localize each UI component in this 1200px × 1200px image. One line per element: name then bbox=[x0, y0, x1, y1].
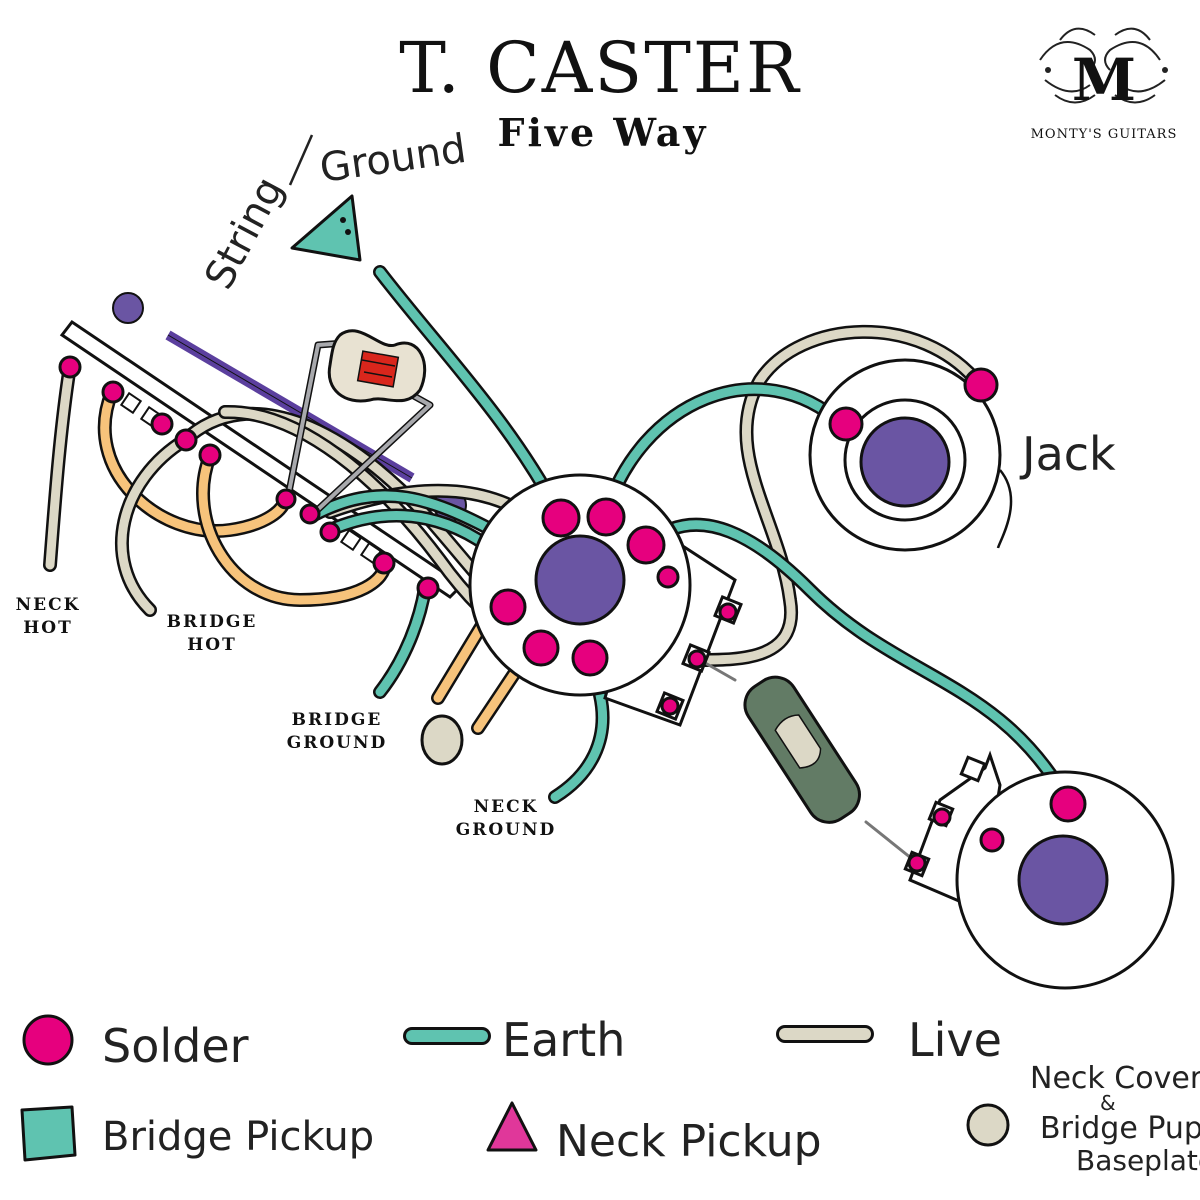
solder-joint bbox=[828, 406, 864, 442]
capacitor-lead bbox=[864, 820, 918, 864]
legend-solder-label: Solder bbox=[102, 1019, 249, 1073]
string-ground-dot bbox=[340, 217, 346, 223]
bridge-baseplate-ground bbox=[420, 714, 464, 766]
jack-label: Jack bbox=[1019, 427, 1116, 481]
legend: Solder Earth Live Bridge Pickup Neck Pic… bbox=[20, 1013, 1200, 1177]
montys-guitars-logo: M MONTY'S GUITARS bbox=[1031, 27, 1178, 142]
solder-joint bbox=[299, 503, 321, 525]
jack-lead-line bbox=[996, 469, 1013, 549]
tone-pot-lug bbox=[959, 755, 987, 783]
resistor-band bbox=[356, 350, 400, 388]
earth-wire-string-ground bbox=[375, 267, 565, 521]
bridge-hot-label-2: HOT bbox=[187, 635, 237, 655]
neck-ground-wire bbox=[550, 690, 608, 802]
legend-bridge-pickup-swatch bbox=[20, 1105, 77, 1162]
string-ground-divider bbox=[288, 134, 314, 186]
string-ground-triangle bbox=[290, 194, 362, 262]
tone-pot-shaft bbox=[1017, 834, 1109, 926]
output-jack bbox=[808, 358, 1013, 552]
solder-joint bbox=[963, 367, 999, 403]
switch-tab bbox=[119, 391, 143, 415]
logo-caption: MONTY'S GUITARS bbox=[1031, 127, 1178, 142]
legend-baseplate-label-2: & bbox=[1100, 1091, 1116, 1115]
solder-joint bbox=[626, 525, 666, 565]
tone-pot bbox=[903, 750, 1175, 990]
wires bbox=[43, 265, 1075, 864]
neck-hot-label-2: HOT bbox=[23, 618, 73, 638]
switch-mount-screw bbox=[112, 292, 144, 324]
earth-wire-jack bbox=[600, 384, 847, 521]
string-ground-dot bbox=[345, 229, 351, 235]
solder-joint bbox=[687, 649, 707, 669]
solder-joint bbox=[101, 380, 125, 404]
solder-joint bbox=[571, 639, 609, 677]
switch-tab bbox=[339, 528, 363, 552]
logo-flourish bbox=[1039, 27, 1166, 104]
legend-earth-label: Earth bbox=[502, 1013, 625, 1067]
earth-wire-tone bbox=[643, 520, 1073, 807]
solder-joint bbox=[58, 355, 82, 379]
neck-hot-label-1: NECK bbox=[16, 595, 81, 615]
bridge-hot-label-1: BRIDGE bbox=[167, 612, 258, 632]
subtitle: Five Way bbox=[498, 110, 709, 155]
solder-joint bbox=[907, 853, 927, 873]
solder-joint bbox=[275, 488, 297, 510]
solder-joint bbox=[522, 629, 560, 667]
jack-center bbox=[859, 416, 951, 508]
solder-joint bbox=[656, 565, 680, 589]
string-label: String bbox=[196, 170, 293, 297]
solder-joint bbox=[416, 576, 440, 600]
solder-joints bbox=[58, 355, 1087, 873]
solder-joint bbox=[932, 807, 952, 827]
legend-baseplate-swatch bbox=[966, 1103, 1010, 1147]
solder-joint bbox=[174, 428, 198, 452]
legend-bridge-pickup-label: Bridge Pickup bbox=[102, 1114, 374, 1160]
legend-live-label: Live bbox=[908, 1013, 1002, 1067]
title: T. CASTER bbox=[399, 27, 801, 109]
neck-hot-wire bbox=[45, 361, 75, 570]
capacitor-highlight bbox=[774, 714, 822, 769]
volume-pot-shaft bbox=[534, 534, 626, 626]
bridge-wire bbox=[198, 451, 390, 605]
bridge-wire bbox=[100, 387, 290, 536]
neck-ground-label-2: GROUND bbox=[456, 820, 557, 840]
legend-neck-pickup-label: Neck Pickup bbox=[556, 1116, 822, 1167]
legend-baseplate-label-3: Bridge Pup bbox=[1040, 1111, 1200, 1146]
solder-joint bbox=[198, 443, 222, 467]
solder-joint bbox=[150, 412, 174, 436]
solder-joint bbox=[1049, 785, 1087, 823]
solder-joint bbox=[979, 827, 1005, 853]
resistor-lead bbox=[310, 393, 432, 517]
live-wire-jack bbox=[695, 327, 985, 665]
solder-joint bbox=[586, 497, 626, 537]
solder-joint bbox=[660, 696, 680, 716]
legend-neck-pickup-swatch bbox=[486, 1101, 538, 1152]
neck-ground-label-1: NECK bbox=[474, 797, 539, 817]
switch-lever-bar-outline bbox=[167, 334, 413, 479]
bridge-ground-earth bbox=[375, 583, 430, 697]
bridge-ground-label-2: GROUND bbox=[287, 733, 388, 753]
bridge-ground-label-1: BRIDGE bbox=[292, 710, 383, 730]
solder-joint bbox=[718, 602, 738, 622]
legend-baseplate-label-1: Neck Cover bbox=[1030, 1061, 1200, 1096]
earth-wire-switch bbox=[307, 491, 515, 545]
logo-dot bbox=[1045, 67, 1051, 73]
legend-baseplate-label-4: Baseplate bbox=[1076, 1144, 1200, 1177]
resistor-band-detail bbox=[361, 359, 396, 378]
bridge-ground-wire bbox=[473, 660, 525, 733]
solder-joint bbox=[372, 551, 396, 575]
resistor bbox=[327, 329, 427, 403]
legend-solder-swatch bbox=[22, 1014, 74, 1066]
logo-dot bbox=[1162, 67, 1168, 73]
solder-joint bbox=[489, 588, 527, 626]
solder-joint bbox=[541, 498, 581, 538]
solder-joint bbox=[319, 521, 341, 543]
ground-label: Ground bbox=[317, 126, 469, 192]
logo-monogram: M bbox=[1072, 46, 1136, 114]
tone-capacitor bbox=[743, 675, 861, 824]
